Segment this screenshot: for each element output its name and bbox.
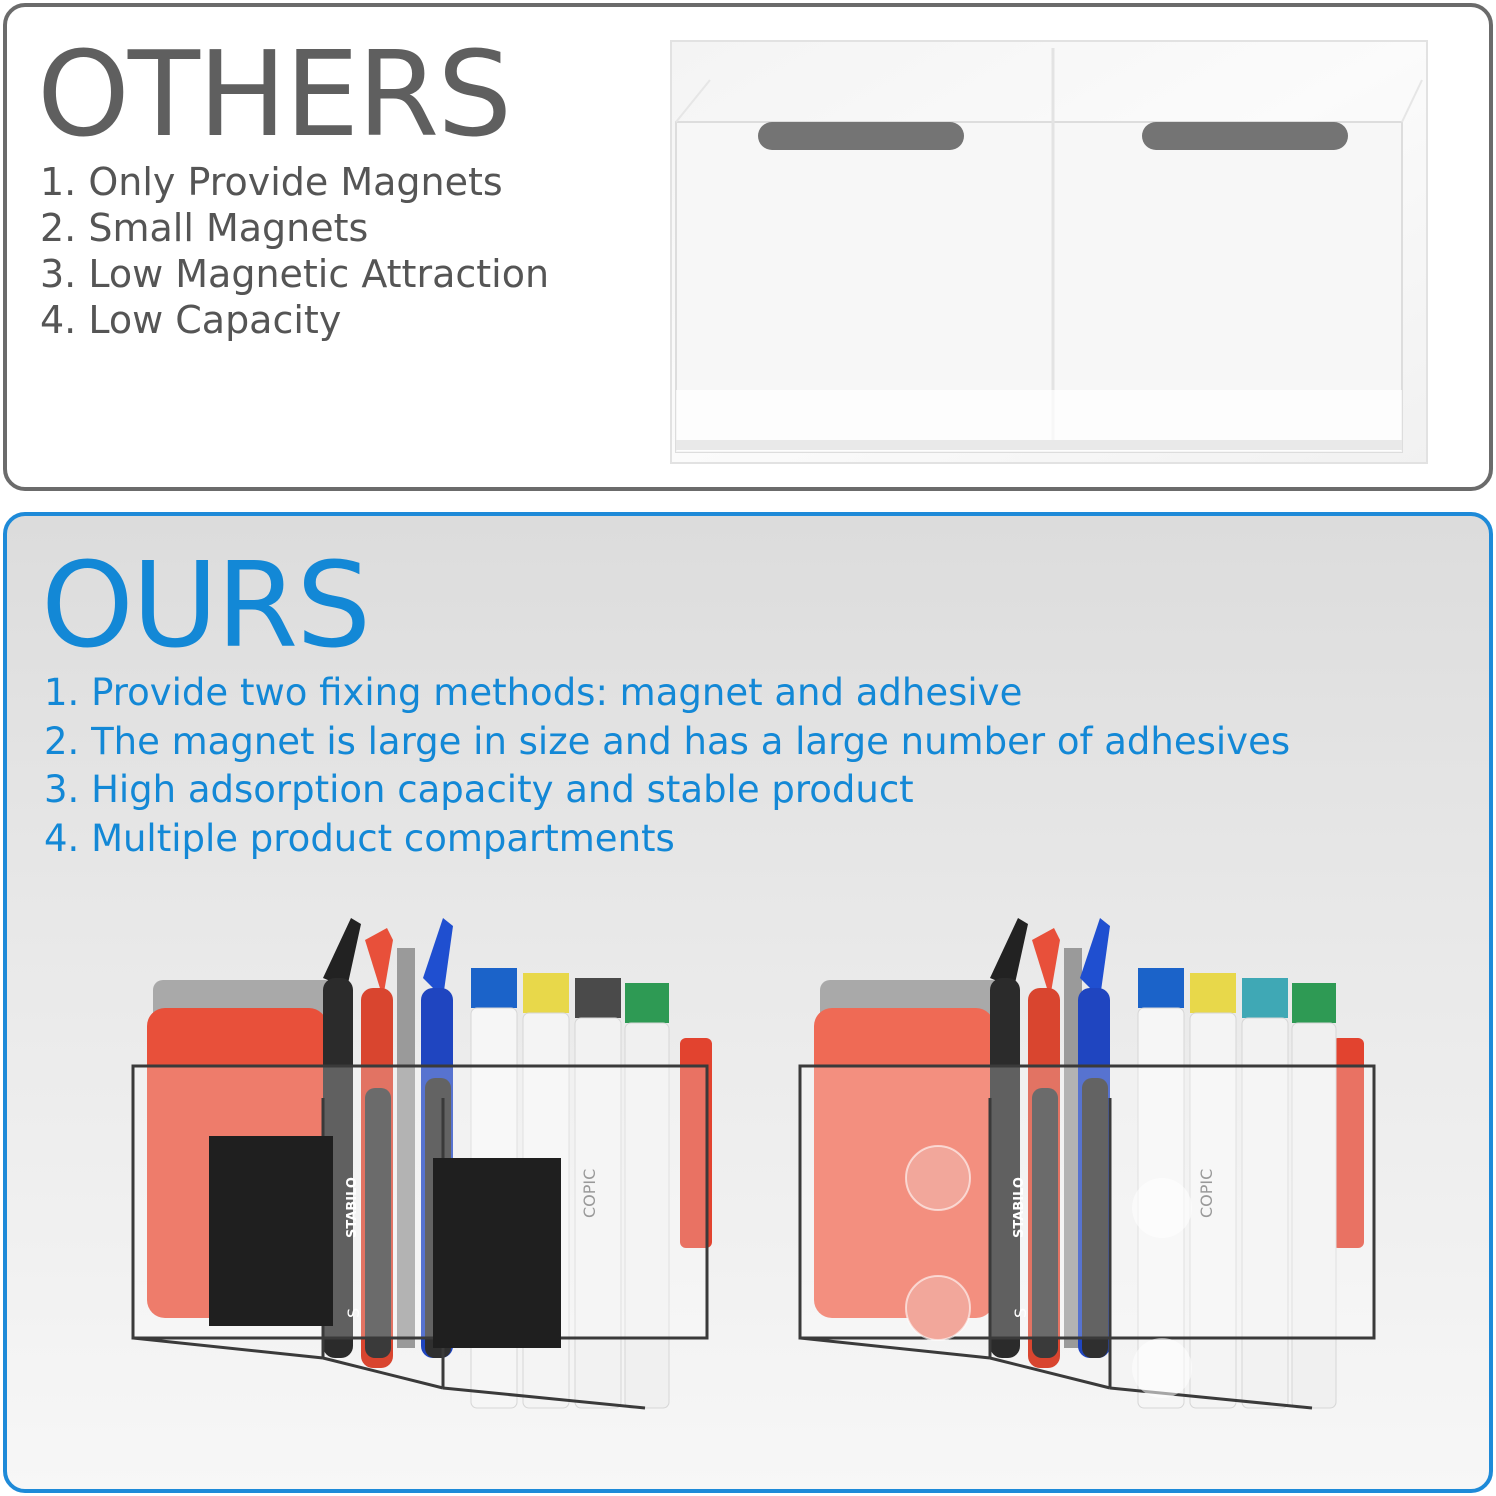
marker-group: COPIC bbox=[1137, 968, 1337, 1409]
marker-brand-label: COPIC bbox=[580, 1169, 599, 1218]
ours-feature-item: 3. High adsorption capacity and stable p… bbox=[44, 768, 914, 811]
pen-brand-label: STABILO bbox=[345, 1177, 360, 1238]
others-title: OTHERS bbox=[37, 25, 512, 163]
pen-group: STABILO S bbox=[990, 918, 1110, 1368]
ours-product-image-adhesive: STABILO S COPIC bbox=[798, 918, 1376, 1410]
others-feature-item: 2. Small Magnets bbox=[40, 206, 369, 250]
box-slot-left bbox=[758, 122, 964, 150]
ours-feature-list: 1. Provide two fixing methods: magnet an… bbox=[44, 669, 1290, 863]
acrylic-organizer bbox=[798, 1064, 1376, 1410]
pen-size-label: S bbox=[1011, 1308, 1030, 1318]
ours-title: OURS bbox=[41, 536, 371, 674]
adhesive-pad bbox=[1132, 1178, 1192, 1238]
ours-product-image-magnet: STABILO S COPIC bbox=[131, 918, 712, 1410]
magnet-right bbox=[433, 1158, 561, 1348]
eraser-block bbox=[814, 1008, 994, 1318]
ours-feature-item: 4. Multiple product compartments bbox=[44, 816, 675, 860]
ours-feature-item: 1. Provide two fixing methods: magnet an… bbox=[44, 671, 1023, 714]
pen-size-label: S bbox=[344, 1308, 363, 1318]
others-feature-list: 1. Only Provide Magnets 2. Small Magnets… bbox=[40, 159, 549, 343]
ours-feature-item: 2. The magnet is large in size and has a… bbox=[44, 719, 1291, 763]
pen-brand-label: STABILO bbox=[1012, 1177, 1027, 1238]
adhesive-pad bbox=[905, 1275, 971, 1341]
magnet-left bbox=[209, 1136, 333, 1326]
others-acrylic-box-image bbox=[670, 40, 1428, 464]
marker-brand-label: COPIC bbox=[1197, 1169, 1216, 1218]
adhesive-pad bbox=[905, 1145, 971, 1211]
others-feature-item: 4. Low Capacity bbox=[40, 298, 342, 342]
box-slot-right bbox=[1142, 122, 1348, 150]
adhesive-pad bbox=[1132, 1338, 1192, 1398]
ours-panel: OURS 1. Provide two fixing methods: magn… bbox=[3, 512, 1493, 1493]
others-panel: OTHERS 1. Only Provide Magnets 2. Small … bbox=[3, 3, 1493, 491]
others-feature-item: 1. Only Provide Magnets bbox=[40, 160, 503, 204]
others-feature-item: 3. Low Magnetic Attraction bbox=[40, 252, 550, 296]
